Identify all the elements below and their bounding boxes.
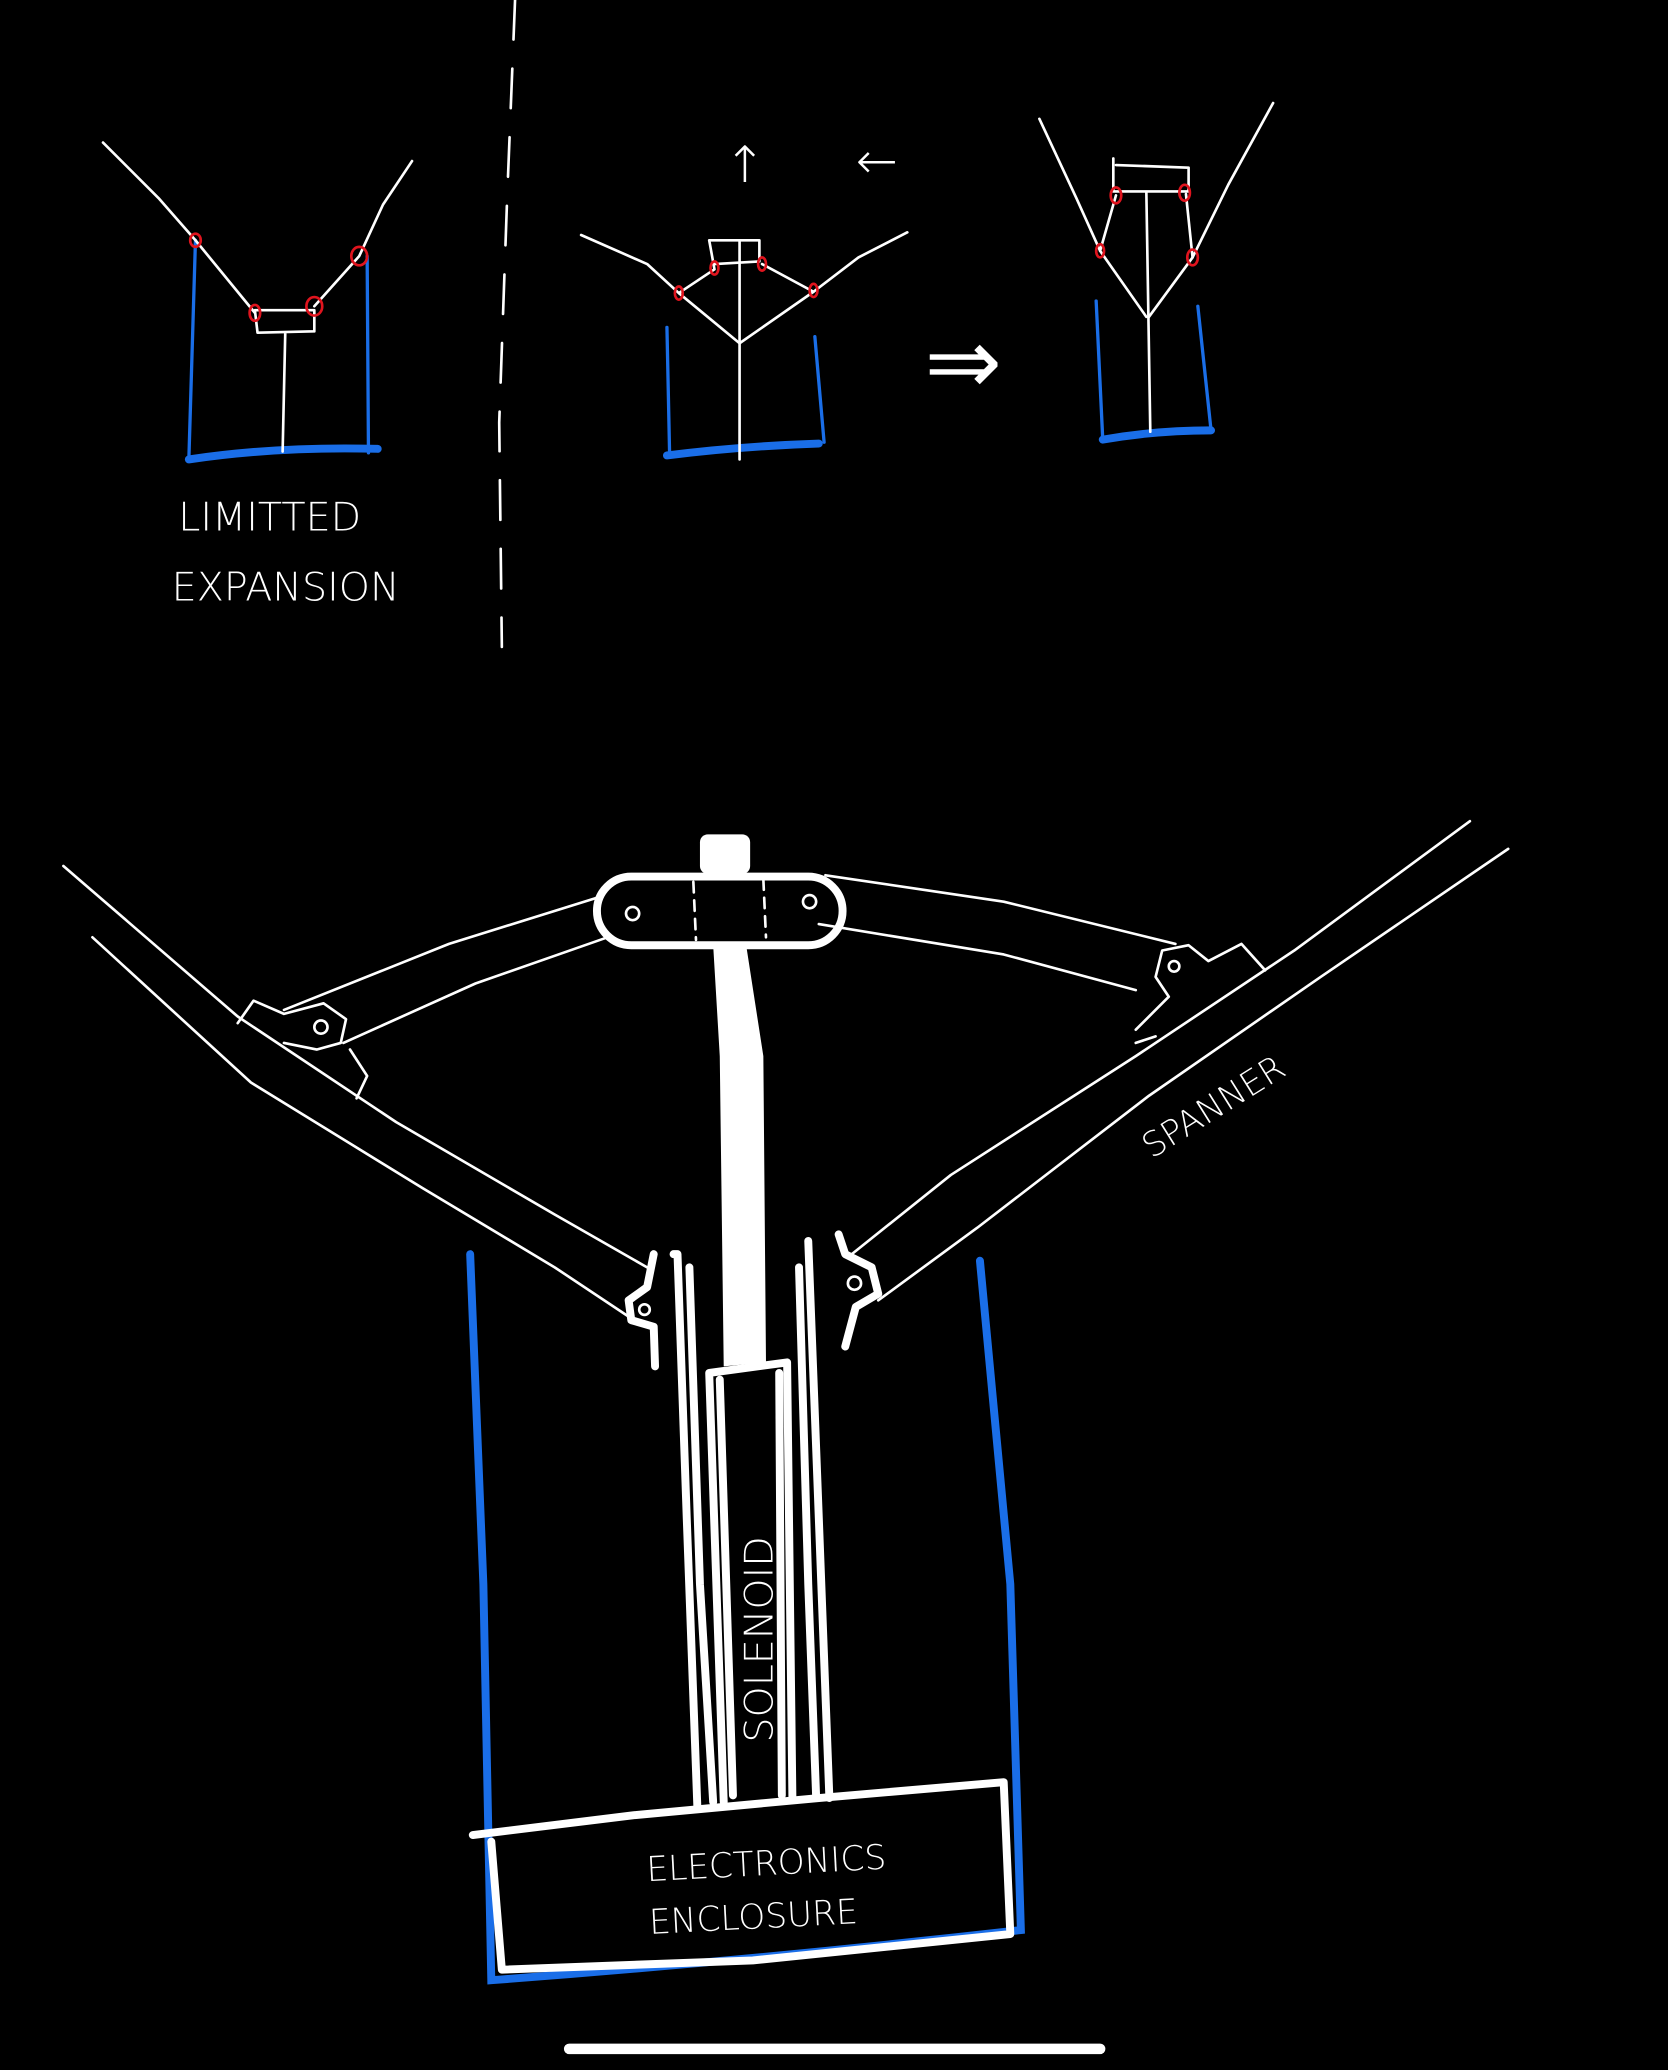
plunger-rod [713, 945, 766, 1367]
home-indicator[interactable] [563, 2043, 1106, 2055]
right-spanner-arm [850, 819, 1510, 1302]
left-spanner-arm [62, 864, 649, 1322]
sketch-extended [1038, 101, 1275, 444]
arrow-left-icon: ← [856, 131, 898, 190]
dashed-divider [497, 0, 517, 649]
arrow-up-icon: ↑ [724, 135, 766, 194]
spanner-label: SPANNER [1135, 1048, 1292, 1167]
sketch-retracted: ↑ ← [579, 131, 909, 461]
limited-label: LIMITTED [178, 495, 361, 541]
solenoid-body [705, 1358, 797, 1806]
main-mechanism: SOLENOID ELECTRONICS ENCLOSURE SPANNER [62, 819, 1510, 1985]
transition-arrow-icon: ⇒ [924, 307, 1001, 415]
expansion-label: EXPANSION [172, 565, 400, 611]
solenoid-label: SOLENOID [737, 1536, 783, 1742]
electronics-enclosure-box [468, 1778, 1015, 1974]
slider-block [592, 872, 847, 950]
sketch-limited-expansion: LIMITTED EXPANSION [101, 141, 414, 611]
electronics-label: ELECTRONICS [646, 1838, 888, 1890]
enclosure-label: ENCLOSURE [648, 1892, 859, 1943]
rod-cap [699, 834, 751, 874]
